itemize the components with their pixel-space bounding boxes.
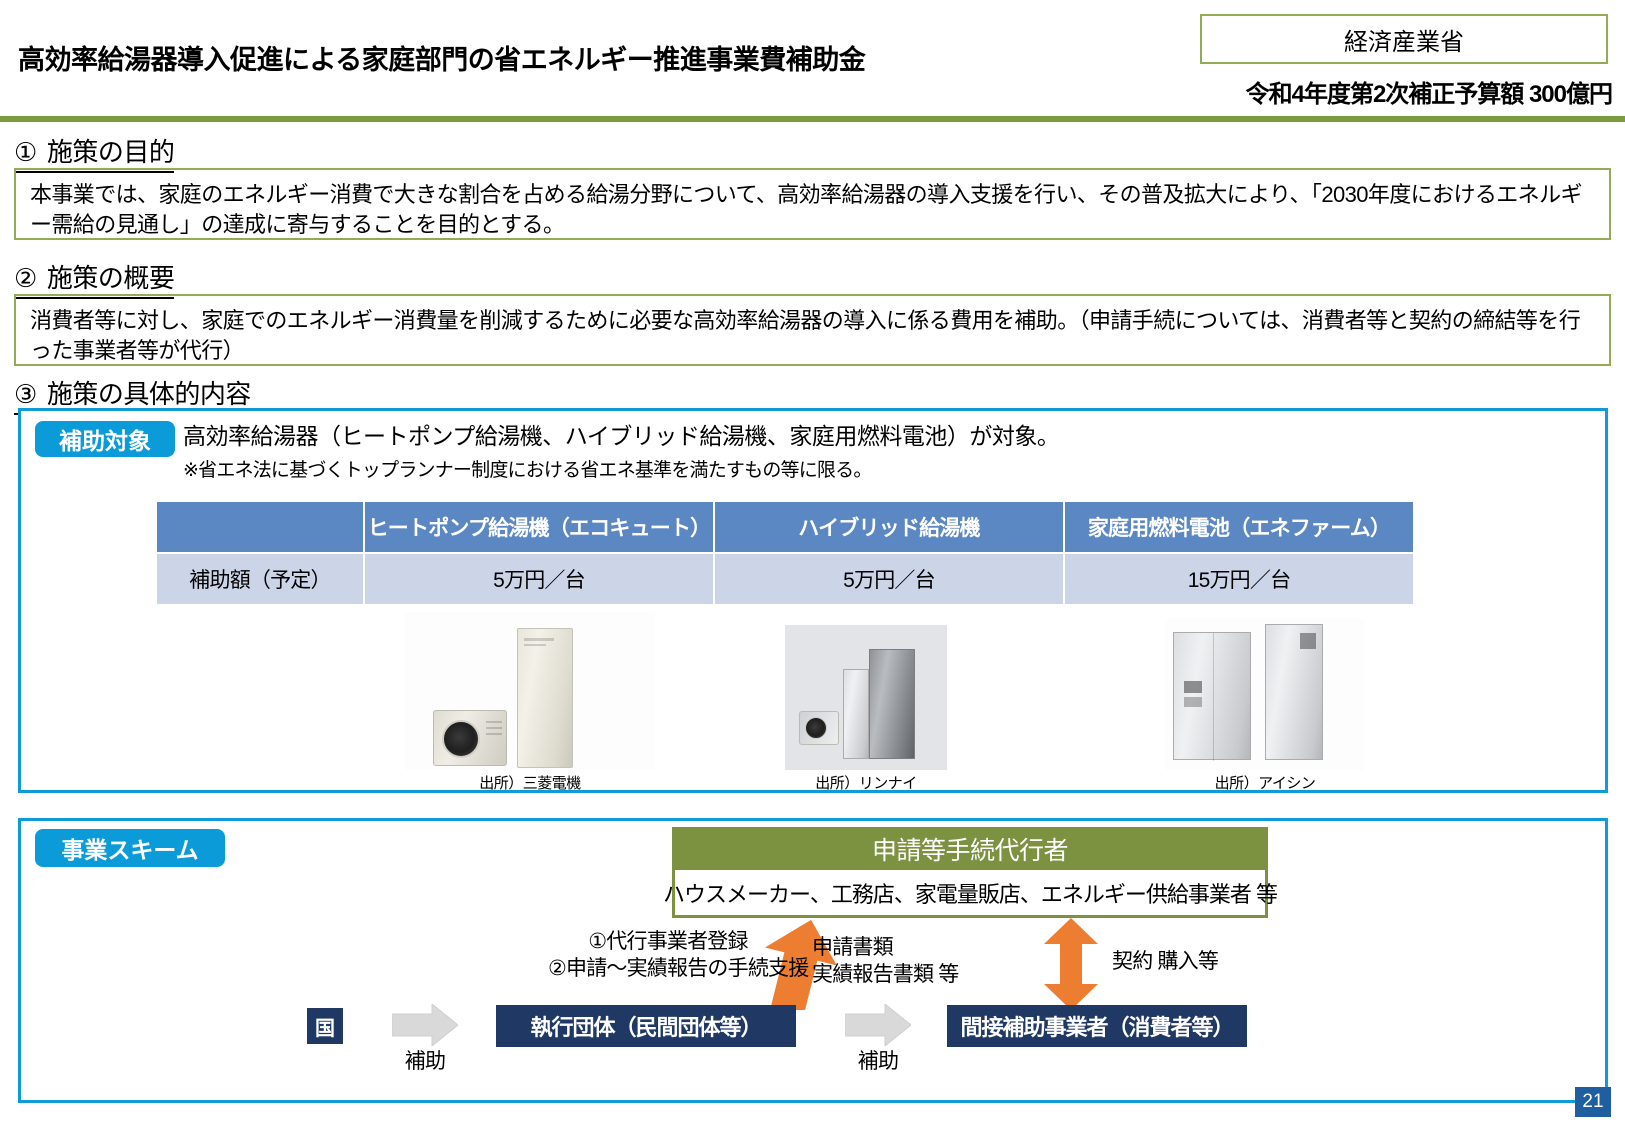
photo-caption-fuel-cell: 出所）アイシン — [1214, 775, 1316, 792]
support-note-line-1: ①代行事業者登録 — [588, 930, 748, 953]
photo-hybrid-water-heater: 出所）リンナイ — [785, 625, 947, 792]
table-header-row: ヒートポンプ給湯機（エコキュート） ハイブリッド給湯機 家庭用燃料電池（エネファ… — [155, 500, 1415, 554]
subsidy-label-2: 補助 — [857, 1050, 899, 1073]
section-1-number: ① — [14, 137, 37, 167]
documents-note: 申請書類 実績報告書類 等 — [812, 934, 959, 989]
cell-hybrid-amount: 5万円／台 — [713, 552, 1065, 606]
documents-note-line-2: 実績報告書類 等 — [812, 963, 959, 987]
orange-arrow-to-executor-icon — [765, 919, 836, 1010]
section-2-label: 施策の概要 — [46, 263, 175, 293]
target-description-line-1: 高効率給湯器（ヒートポンプ給湯機、ハイブリッド給湯機、家庭用燃料電池）が対象。 — [183, 423, 1060, 449]
section-2-body: 消費者等に対し、家庭でのエネルギー消費量を削減するために必要な高効率給湯器の導入… — [14, 294, 1611, 366]
support-note-line-2: ②申請～実績報告の手続支援 — [548, 957, 809, 981]
agent-members-box: ハウスメーカー、工務店、家電量販店、エネルギー供給事業者 等 — [663, 870, 1278, 918]
contract-note: 契約 購入等 — [1112, 950, 1219, 973]
page-number-badge: 21 — [1575, 1087, 1611, 1117]
section-3-heading: ③ 施策の具体的内容 — [14, 374, 251, 415]
beneficiary-label: 間接補助事業者（消費者等） — [960, 1015, 1234, 1040]
photo-heat-pump-water-heater: 出所）三菱電機 — [405, 612, 655, 792]
target-panel-tag: 補助対象 — [35, 421, 175, 457]
table-header-blank — [155, 500, 365, 554]
tank-unit-icon — [517, 628, 573, 768]
section-2-heading: ② 施策の概要 — [14, 258, 175, 299]
table-header-hybrid: ハイブリッド給湯機 — [713, 500, 1065, 554]
executor-box: 執行団体（民間団体等） — [496, 1005, 796, 1047]
nation-box: 国 — [307, 1008, 343, 1044]
support-note: ①代行事業者登録 ②申請～実績報告の手続支援 — [548, 928, 809, 983]
subsidy-table: ヒートポンプ給湯機（エコキュート） ハイブリッド給湯機 家庭用燃料電池（エネファ… — [155, 500, 1415, 606]
agent-title-box: 申請等手続代行者 — [672, 827, 1268, 870]
ministry-label: 経済産業省 — [1344, 28, 1464, 56]
header-divider — [0, 116, 1625, 122]
section-3-number: ③ — [14, 379, 37, 409]
photo-caption-heat-pump: 出所）三菱電機 — [479, 775, 581, 792]
fuel-cell-main-unit-icon — [1173, 632, 1251, 761]
section-1-heading: ① 施策の目的 — [14, 132, 175, 173]
hybrid-outdoor-unit-icon — [799, 711, 839, 745]
photo-household-fuel-cell: 出所）アイシン — [1165, 618, 1365, 792]
documents-note-line-1: 申請書類 — [812, 936, 894, 959]
fuel-cell-image — [1165, 618, 1365, 770]
outdoor-unit-icon — [433, 710, 507, 766]
agent-title-label: 申請等手続代行者 — [871, 836, 1069, 865]
ministry-badge: 経済産業省 — [1200, 14, 1608, 64]
table-row: 補助額（予定） 5万円／台 5万円／台 15万円／台 — [155, 552, 1415, 606]
heat-pump-image — [405, 612, 655, 770]
section-1-label: 施策の目的 — [46, 137, 175, 167]
target-description-line-2: ※省エネ法に基づくトップランナー制度における省エネ基準を満たすもの等に限る。 — [183, 460, 872, 481]
budget-amount: 令和4年度第2次補正予算額 300億円 — [1245, 80, 1613, 108]
beneficiary-box: 間接補助事業者（消費者等） — [947, 1005, 1247, 1047]
target-panel-tag-label: 補助対象 — [59, 428, 151, 454]
subsidy-label-1: 補助 — [404, 1050, 446, 1073]
table-header-heatpump: ヒートポンプ給湯機（エコキュート） — [363, 500, 715, 554]
fuel-cell-tank-unit-icon — [1265, 624, 1323, 760]
section-3-label: 施策の具体的内容 — [46, 379, 252, 409]
cell-fuelcell-amount: 15万円／台 — [1063, 552, 1415, 606]
hybrid-image — [785, 625, 947, 770]
page-title: 高効率給湯器導入促進による家庭部門の省エネルギー推進事業費補助金 — [18, 45, 866, 75]
row-label-subsidy-amount: 補助額（予定） — [155, 552, 365, 606]
table-header-fuelcell: 家庭用燃料電池（エネファーム） — [1063, 500, 1415, 554]
hybrid-side-unit-icon — [843, 669, 869, 759]
section-1-body: 本事業では、家庭のエネルギー消費で大きな割合を占める給湯分野について、高効率給湯… — [14, 168, 1611, 240]
section-2-number: ② — [14, 263, 37, 293]
cell-heatpump-amount: 5万円／台 — [363, 552, 715, 606]
nation-label: 国 — [315, 1017, 335, 1040]
executor-label: 執行団体（民間団体等） — [530, 1015, 762, 1040]
gray-arrow-subsidy-2-icon — [845, 1004, 911, 1046]
gray-arrow-subsidy-1-icon — [392, 1004, 458, 1046]
scheme-panel-tag-label: 事業スキーム — [61, 837, 199, 863]
photo-caption-hybrid: 出所）リンナイ — [815, 775, 917, 792]
scheme-panel-tag: 事業スキーム — [35, 829, 225, 867]
hybrid-tank-icon — [869, 649, 915, 759]
orange-double-arrow-icon — [1044, 918, 1098, 1010]
agent-members-label: ハウスメーカー、工務店、家電量販店、エネルギー供給事業者 等 — [663, 881, 1278, 907]
